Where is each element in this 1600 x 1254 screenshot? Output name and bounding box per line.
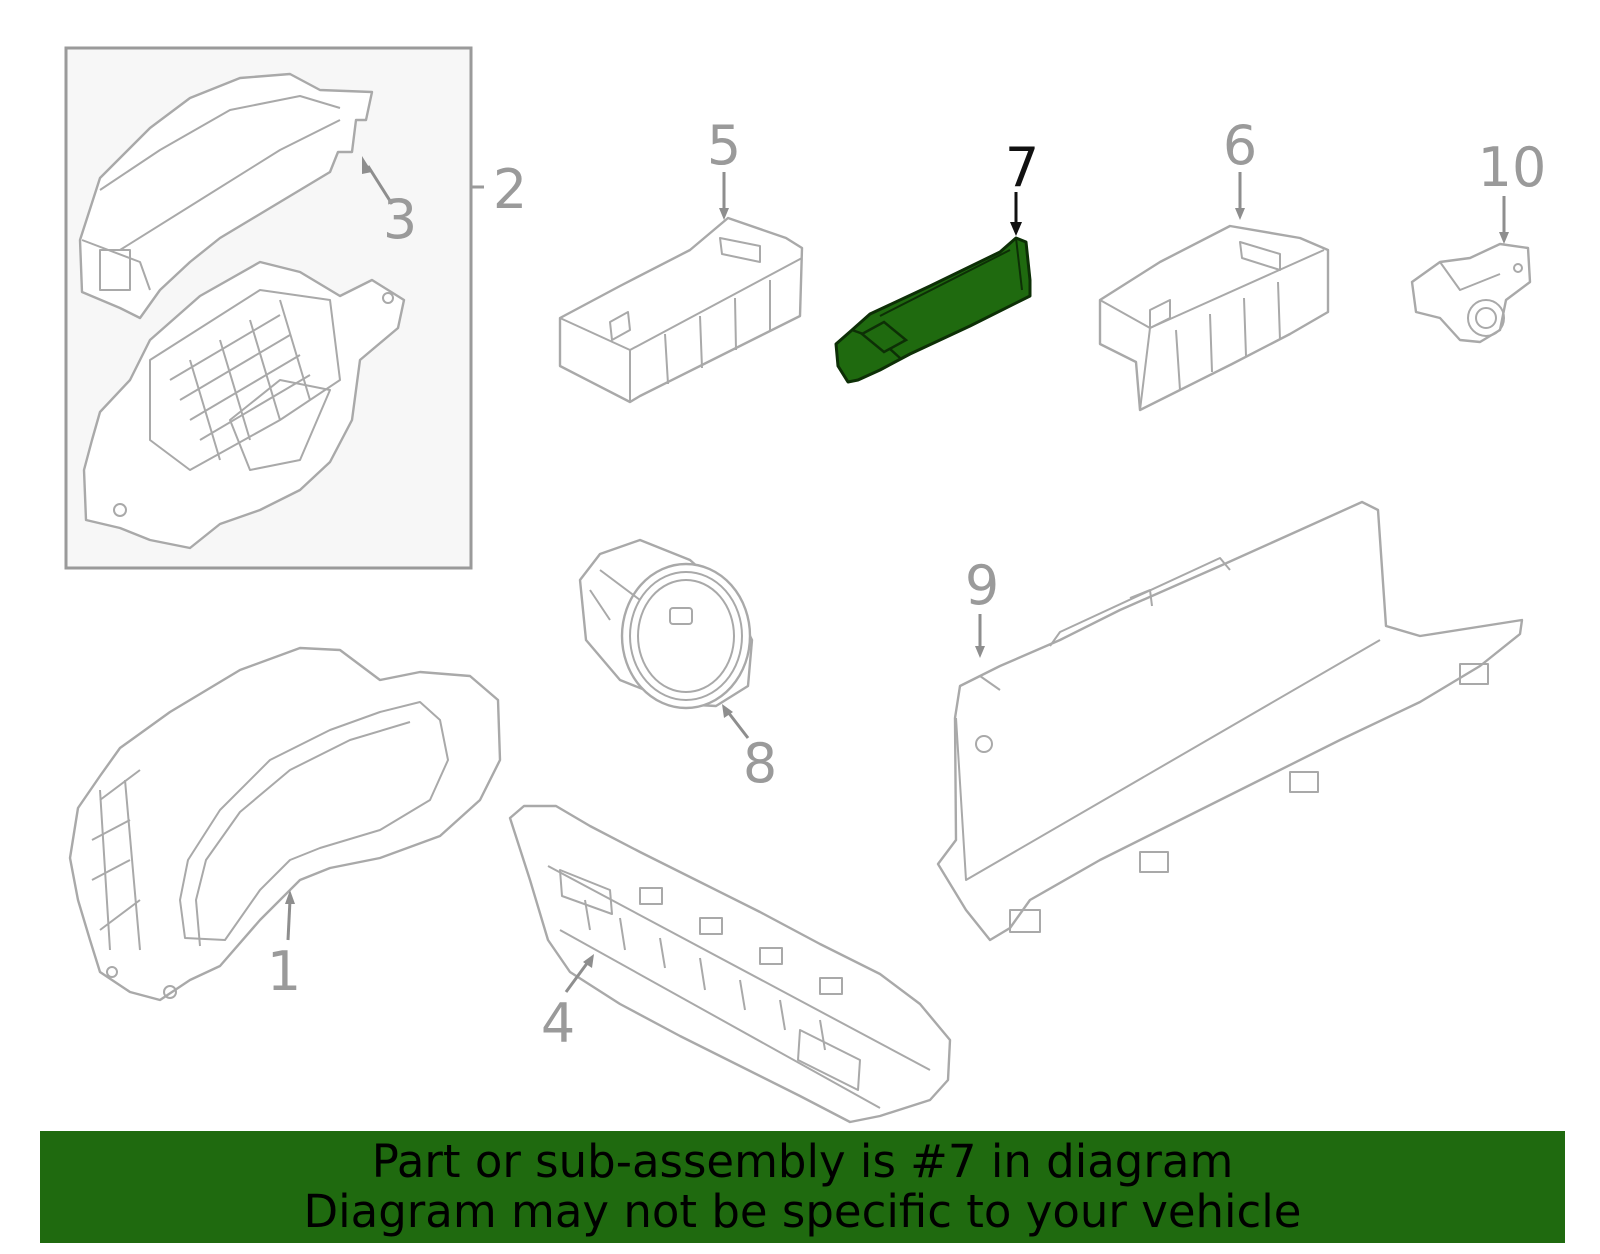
part-7-highlighted-module: [834, 236, 1032, 384]
callout-8: 8: [743, 732, 777, 795]
notice-banner: Part or sub-assembly is #7 in diagram Di…: [40, 1131, 1565, 1243]
callout-3: 3: [383, 188, 417, 251]
callout-10: 10: [1478, 136, 1547, 199]
part-3-cover: [78, 72, 374, 320]
callout-6: 6: [1223, 114, 1257, 177]
part-6-switch: [1098, 224, 1330, 412]
part-9-display: [936, 500, 1524, 942]
callout-7: 7: [1005, 136, 1039, 199]
part-4-switch-panel: [508, 804, 952, 1124]
part-10-sensor: [1410, 242, 1532, 344]
banner-line-1: Part or sub-assembly is #7 in diagram: [371, 1135, 1234, 1188]
part-5-switch: [558, 216, 804, 404]
callout-2: 2: [493, 158, 527, 221]
part-1-instrument-cluster: [68, 646, 502, 1002]
callout-4: 4: [541, 992, 575, 1055]
callout-5: 5: [707, 114, 741, 177]
callout-arrows: [285, 156, 1509, 993]
callout-1: 1: [267, 940, 301, 1003]
callout-9: 9: [965, 554, 999, 617]
part-2-housing: [82, 260, 406, 550]
banner-line-2: Diagram may not be specific to your vehi…: [303, 1185, 1302, 1238]
part-8-knob: [578, 538, 754, 710]
